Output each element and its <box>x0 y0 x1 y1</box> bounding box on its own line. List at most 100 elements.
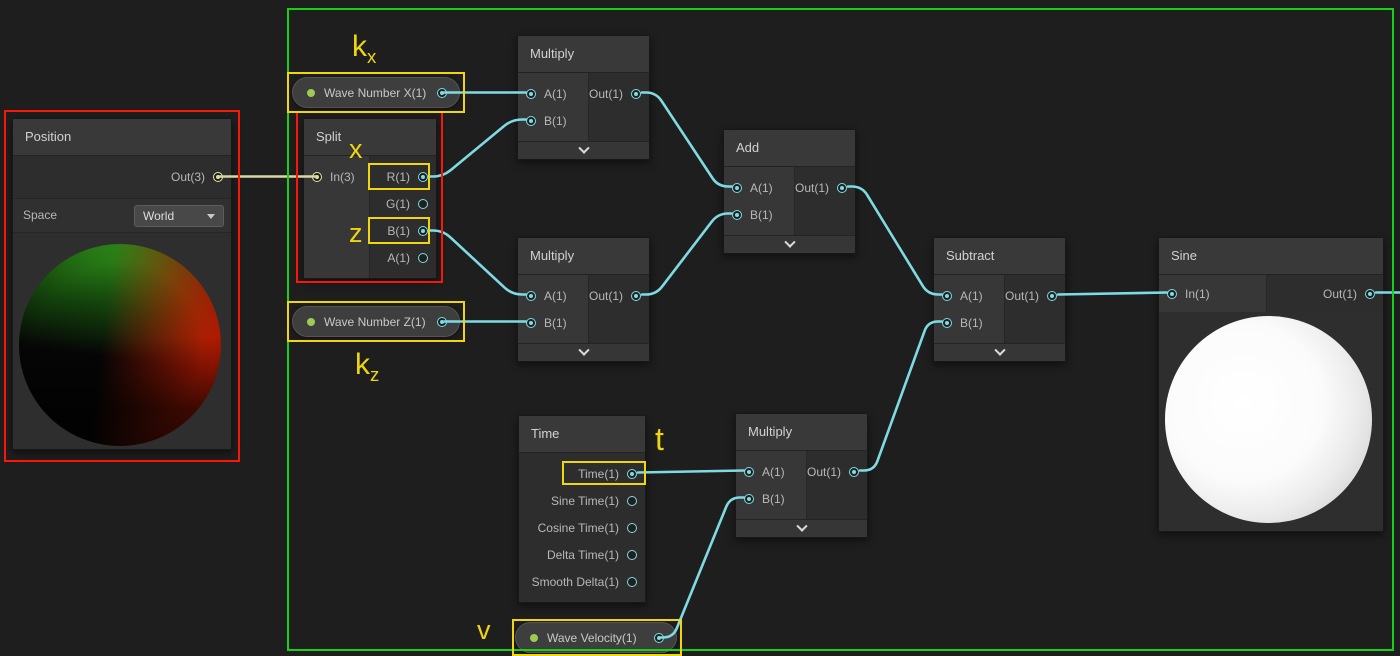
position-preview[interactable] <box>13 233 231 449</box>
input-port-b[interactable] <box>942 317 952 328</box>
collapse-preview-button[interactable] <box>724 235 855 253</box>
output-port-out[interactable] <box>1047 290 1057 301</box>
node-add[interactable]: Add A(1) B(1) Out(1) <box>723 129 856 254</box>
port-label: B(1) <box>544 315 567 330</box>
port-label: In(1) <box>1185 286 1210 301</box>
output-port-b[interactable] <box>418 225 428 236</box>
property-dot-icon <box>530 633 538 642</box>
wire-subtract.out-to-sine.in[interactable] <box>1056 291 1169 296</box>
position-preview-sphere <box>19 244 221 446</box>
output-port-out[interactable] <box>837 182 847 193</box>
node-sine[interactable]: Sine In(1) Out(1) <box>1158 237 1384 532</box>
input-port-a[interactable] <box>942 290 952 301</box>
wire-multiply_mid.out-to-add.b[interactable] <box>640 212 734 296</box>
node-multiply-bottom[interactable]: Multiply A(1) B(1) Out(1) <box>735 413 868 538</box>
port-label: B(1) <box>960 315 983 330</box>
wire-multiply_top.out-to-add.a[interactable] <box>640 91 734 188</box>
port-label: A(1) <box>960 288 983 303</box>
output-port[interactable] <box>437 87 447 98</box>
wire-wave_velocity.out-to-multiply_bottom.b[interactable] <box>657 496 746 639</box>
property-node-wave-velocity[interactable]: Wave Velocity(1) <box>515 622 677 653</box>
output-port-out3[interactable] <box>213 172 223 182</box>
port-label: Out(1) <box>806 464 841 479</box>
node-title: Split <box>304 119 436 156</box>
sine-preview[interactable] <box>1159 312 1383 531</box>
port-label: B(1) <box>544 113 567 128</box>
property-label: Wave Number X(1) <box>324 85 427 100</box>
space-dropdown-value: World <box>143 209 175 223</box>
input-port-in3[interactable] <box>312 171 322 182</box>
output-port-cosine-time[interactable] <box>627 522 637 533</box>
node-title: Time <box>519 416 645 453</box>
output-port-out[interactable] <box>631 88 641 99</box>
node-subtract[interactable]: Subtract A(1) B(1) Out(1) <box>933 237 1066 362</box>
output-port-r[interactable] <box>418 171 428 182</box>
wire-split.r-to-multiply_top.b[interactable] <box>427 118 528 178</box>
wire-time.time-to-multiply_bottom.a[interactable] <box>636 469 746 474</box>
property-label: Wave Velocity(1) <box>547 630 637 645</box>
output-port-out[interactable] <box>849 466 859 477</box>
output-port-smooth-delta[interactable] <box>627 576 637 587</box>
input-port-b[interactable] <box>526 317 536 328</box>
port-label: Out(3) <box>170 170 205 184</box>
property-dot-icon <box>307 317 315 326</box>
input-port-b[interactable] <box>732 209 742 220</box>
output-port[interactable] <box>437 316 447 327</box>
property-node-wave-number-x[interactable]: Wave Number X(1) <box>292 77 460 108</box>
collapse-preview-button[interactable] <box>518 141 649 159</box>
chevron-down-icon <box>783 236 796 248</box>
wire-add.out-to-subtract.a[interactable] <box>846 185 944 296</box>
sine-preview-sphere <box>1165 316 1372 523</box>
input-port-a[interactable] <box>744 466 754 477</box>
property-node-wave-number-z[interactable]: Wave Number Z(1) <box>292 306 460 337</box>
chevron-down-icon <box>795 520 808 532</box>
port-label: Delta Time(1) <box>546 547 619 562</box>
output-port-delta-time[interactable] <box>627 549 637 560</box>
node-title: Multiply <box>518 36 649 73</box>
port-label: Out(1) <box>794 180 829 195</box>
port-label: Cosine Time(1) <box>537 520 619 535</box>
input-port-a[interactable] <box>526 88 536 99</box>
node-title: Add <box>724 130 855 167</box>
node-title: Multiply <box>518 238 649 275</box>
node-title: Subtract <box>934 238 1065 275</box>
input-port-a[interactable] <box>732 182 742 193</box>
node-multiply-mid[interactable]: Multiply A(1) B(1) Out(1) <box>517 237 650 362</box>
port-label: R(1) <box>386 169 410 184</box>
node-title: Multiply <box>736 414 867 451</box>
collapse-preview-button[interactable] <box>518 343 649 361</box>
space-dropdown[interactable]: World <box>134 205 224 227</box>
output-port-time[interactable] <box>627 468 637 479</box>
node-position[interactable]: Position Out(3) Space World <box>12 118 232 450</box>
output-port-a[interactable] <box>418 252 428 263</box>
property-label: Wave Number Z(1) <box>324 314 426 329</box>
output-port[interactable] <box>654 632 664 643</box>
input-port-a[interactable] <box>526 290 536 301</box>
annotation-label-kx: kx <box>352 30 377 67</box>
node-title: Sine <box>1159 238 1383 275</box>
collapse-preview-button[interactable] <box>736 519 867 537</box>
node-split[interactable]: Split In(3) R(1) G(1) B(1) A(1) <box>303 118 437 279</box>
port-label: B(1) <box>762 491 785 506</box>
input-port-b[interactable] <box>744 493 754 504</box>
output-port-g[interactable] <box>418 198 428 209</box>
port-label: Out(1) <box>588 86 623 101</box>
output-port-sine-time[interactable] <box>627 495 637 506</box>
chevron-down-icon <box>577 142 590 154</box>
output-port-out[interactable] <box>1365 288 1375 299</box>
property-dot-icon <box>307 88 315 97</box>
port-label: In(3) <box>330 169 355 184</box>
collapse-preview-button[interactable] <box>934 343 1065 361</box>
output-port-out[interactable] <box>631 290 641 301</box>
space-label: Space <box>23 208 58 222</box>
wire-multiply_bottom.out-to-subtract.b[interactable] <box>858 320 944 472</box>
chevron-down-icon <box>993 344 1006 356</box>
input-port-in[interactable] <box>1167 288 1177 299</box>
node-multiply-top[interactable]: Multiply A(1) B(1) Out(1) <box>517 35 650 160</box>
wire-split.b-to-multiply_mid.a[interactable] <box>427 229 528 296</box>
input-port-b[interactable] <box>526 115 536 126</box>
port-label: A(1) <box>750 180 773 195</box>
port-label: Out(1) <box>588 288 623 303</box>
annotation-label-v: v <box>477 615 491 645</box>
node-time[interactable]: Time Time(1) Sine Time(1) Cosine Time(1)… <box>518 415 646 603</box>
